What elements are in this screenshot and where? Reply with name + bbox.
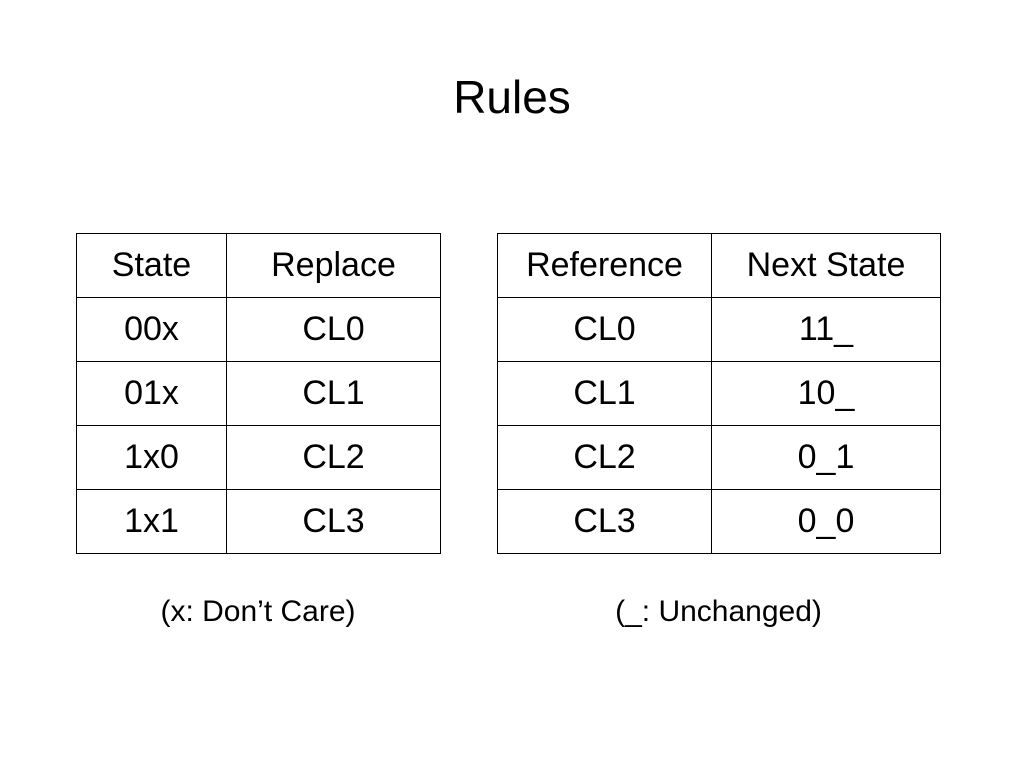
table-cell: 00x <box>76 297 227 362</box>
table-header-row: State Replace <box>76 233 441 298</box>
table-row: CL2 0_1 <box>497 425 941 490</box>
table-row: 00x CL0 <box>76 297 441 362</box>
table-cell: CL1 <box>497 361 712 426</box>
table-cell: 1x1 <box>76 489 227 554</box>
page-title: Rules <box>453 71 571 123</box>
table-cell: 0_1 <box>711 425 941 490</box>
table-cell: 0_0 <box>711 489 941 554</box>
state-replace-table: State Replace 00x CL0 01x CL1 1x0 CL2 1x… <box>76 233 441 554</box>
table-cell: 10_ <box>711 361 941 426</box>
left-table-note: (x: Don’t Care) <box>160 595 356 628</box>
table-cell: CL0 <box>226 297 441 362</box>
table-cell: CL1 <box>226 361 441 426</box>
table-row: 1x0 CL2 <box>76 425 441 490</box>
header-state: State <box>76 233 227 298</box>
table-cell: 1x0 <box>76 425 227 490</box>
table-cell: CL2 <box>226 425 441 490</box>
header-reference: Reference <box>497 233 712 298</box>
table-row: CL3 0_0 <box>497 489 941 554</box>
table-cell: CL3 <box>226 489 441 554</box>
reference-next-state-table: Reference Next State CL0 11_ CL1 10_ CL2… <box>497 233 941 554</box>
table-header-row: Reference Next State <box>497 233 941 298</box>
table-cell: CL0 <box>497 297 712 362</box>
table-row: CL0 11_ <box>497 297 941 362</box>
table-cell: 01x <box>76 361 227 426</box>
table-cell: CL3 <box>497 489 712 554</box>
table-row: 01x CL1 <box>76 361 441 426</box>
header-replace: Replace <box>226 233 441 298</box>
right-table-note: (_: Unchanged) <box>615 595 822 628</box>
header-next-state: Next State <box>711 233 941 298</box>
table-row: 1x1 CL3 <box>76 489 441 554</box>
table-cell: CL2 <box>497 425 712 490</box>
table-row: CL1 10_ <box>497 361 941 426</box>
table-cell: 11_ <box>711 297 941 362</box>
